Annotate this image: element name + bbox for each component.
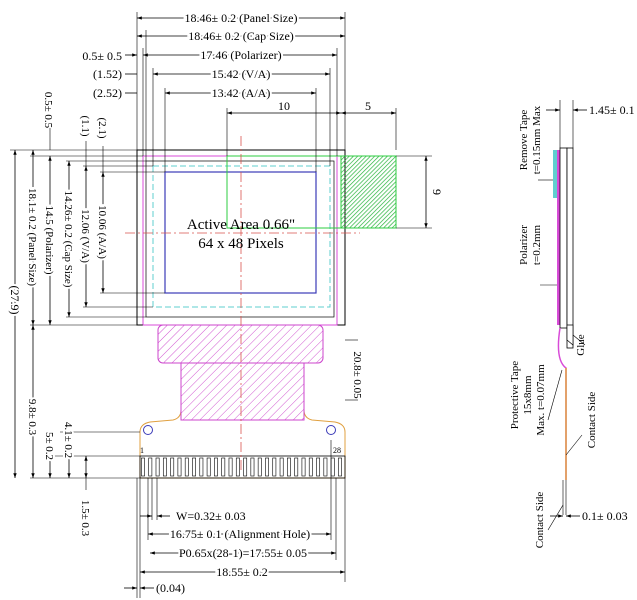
panel-size-label: 18.46± 0.2 (Panel Size) [185,11,298,25]
fpc-width-dimension: 20.8± 0.05 [345,339,363,401]
contact-pin [272,457,277,477]
contact-pin [316,457,321,477]
fpc-width-label: 20.8± 0.05 [351,351,363,399]
active-area-label: Active Area 0.66" [187,217,295,233]
va-offset-label: (1.52) [93,67,122,81]
contact-pin [265,457,269,477]
contact-side-left-label: Contact Side [534,492,546,549]
front-view: Active Area 0.66" 64 x 48 Pixels 1 28 [125,136,397,479]
thickness-label: 1.45± 0.1 [589,103,635,117]
pin-28-label: 28 [333,446,341,455]
protective-tape-label-1: Protective Tape [509,361,521,429]
panel-height-label: 18.1± 0.2 (Panel Size) [26,188,38,286]
remove-tape-label-2: t=0.15mm Max [531,105,543,174]
bottom-dimensions: W=0.32± 0.03 16.75± 0.1 (Alignment Hole)… [124,440,346,598]
width-label: 18.55± 0.2 [216,565,268,579]
total-height-label: (27.9) [8,286,22,315]
contact-pin [301,457,306,477]
contact-side-right-label: Contact Side [586,392,598,449]
contact-pin [235,457,240,477]
contact-pin [221,457,226,477]
contact-pin [141,457,145,477]
contact-pin [162,457,167,477]
pin-strip [139,455,346,479]
active-area [164,171,317,294]
cap-outline [145,160,335,318]
alignment-hole-left [143,425,153,435]
polarizer-offset-label: 0.5± 0.5 [82,49,122,63]
contact-pin [184,457,189,477]
five-label: 5 [365,99,371,113]
aa-label: 13.42 (A/A) [212,86,271,100]
green-area [340,155,397,229]
fpc-thickness-label: 0.1± 0.03 [582,509,628,523]
left-offset-21-label: (2.1) [96,117,108,138]
green-outline [226,155,397,229]
contact-pin [243,457,248,477]
nine-label: 9 [430,189,444,195]
viewing-area [152,165,331,308]
pixel-count-label: 64 x 48 Pixels [198,236,284,252]
contact-pin [228,457,233,477]
remove-tape-label-1: Remove Tape [518,110,530,171]
left-offset-top-label: 0.5± 0.5 [42,92,54,129]
w-label: W=0.32± 0.03 [176,509,246,523]
side-remove-tape [553,150,557,198]
side-cap [559,147,568,329]
contact-pin [323,457,328,477]
aa-offset-label: (2.52) [93,86,122,100]
offset-label: (0.04) [156,581,185,595]
contact-pin [214,457,218,477]
polarizer-label: 17.46 (Polarizer) [200,48,281,62]
top-dimensions: 18.46± 0.2 (Panel Size) 18.46± 0.2 (Cap … [82,9,397,172]
va-height-label: 12.06 (V/A) [79,209,91,263]
protective-tape-label-3: Max. t=0.07mm [535,364,547,436]
contact-pin [155,457,160,477]
fpc-height-label: 9.8± 0.3 [26,399,38,436]
contact-pin [257,457,262,477]
contact-pin [148,457,153,477]
five-height-label: 5± 0.2 [43,432,55,460]
contact-pin [177,457,182,477]
left-offset-11-label: (1.1) [79,115,91,136]
contact-pin [308,457,313,477]
polarizer-side-label-2: t=0.2mm [531,224,543,265]
contact-pins [141,457,342,477]
contact-pin [170,457,175,477]
side-polarizer [557,150,560,325]
contact-pin [294,457,299,477]
left-dimensions: (27.9) 18.1± 0.2 (Panel Size) 14.5 (Pola… [6,92,165,537]
contact-pin [199,457,204,477]
contact-pin [250,457,255,477]
pin-1-label: 1 [140,446,144,455]
contact-pin [279,457,284,477]
contact-pin [330,457,335,477]
aa-height-label: 10.06 (A/A) [96,205,108,259]
side-glue [566,324,574,346]
four-height-label: 4.1± 0.2 [62,422,74,458]
alignment-label: 16.75± 0.1 (Alignment Hole) [170,527,310,541]
protective-tape-label-2: 15x8mm [522,375,534,415]
side-panel [566,147,574,349]
pitch-label: P0.65x(28-1)=17.55± 0.05 [179,546,307,560]
contact-pin [287,457,291,477]
hatch-region-upper [157,324,324,364]
hatch-region-lower [180,362,305,421]
polarizer-side-label-1: Polarizer [518,225,530,265]
cap-height-label: 14.26± 0.2 (Cap Size) [62,191,74,288]
side-fpc-bend [557,327,567,480]
right-dimension: 9 [396,155,444,229]
contact-pin [338,457,342,477]
contact-pin [206,457,211,477]
cap-size-label: 18.46± 0.2 (Cap Size) [188,29,294,43]
va-label: 15.42 (V/A) [212,67,271,81]
polarizer-height-label: 14.5 (Polarizer) [43,205,55,274]
contact-pin [192,457,196,477]
one-five-label: 1.5± 0.3 [79,500,91,537]
glue-label: Glue [575,334,587,356]
side-view: 1.45± 0.1 Remove Tape t=0.15mm Max Polar… [509,100,635,548]
alignment-hole-right [326,425,336,435]
ten-label: 10 [278,99,290,113]
